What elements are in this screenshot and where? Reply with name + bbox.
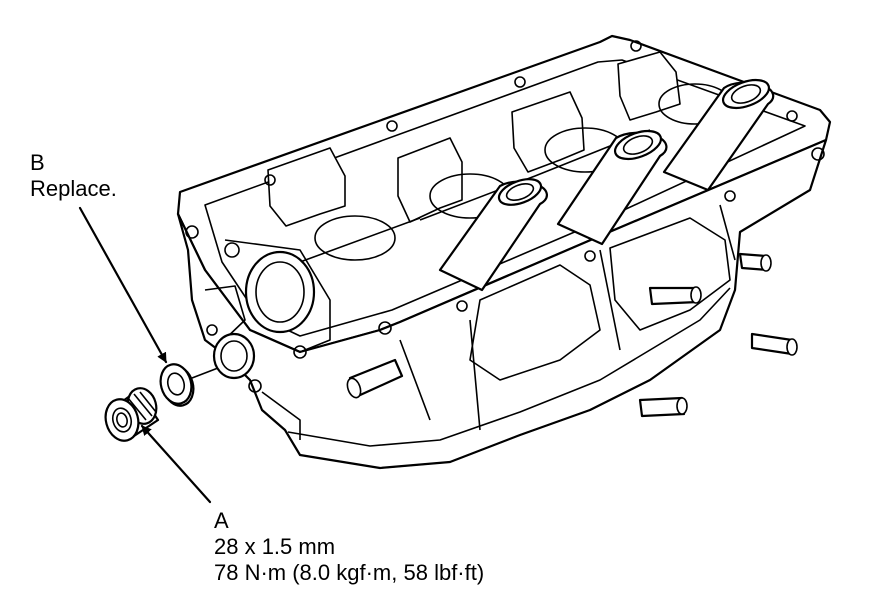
spark-plug-tubes <box>438 78 775 292</box>
assembly-centerline <box>191 367 219 379</box>
head-lower-edge <box>299 329 721 469</box>
callout-b-arrow <box>78 206 168 364</box>
callout-b-note: Replace. <box>30 176 117 201</box>
callout-a: A 28 x 1.5 mm 78 N·m (8.0 kgf·m, 58 lbf·… <box>214 508 484 586</box>
callout-b-letter: B <box>30 150 45 175</box>
manifold-studs <box>346 252 798 418</box>
head-end-face <box>204 239 331 440</box>
intake-port-boss-2 <box>609 217 731 331</box>
callout-a-arrow <box>140 424 212 504</box>
callout-a-letter: A <box>214 508 229 533</box>
deck-bolt-holes <box>185 40 825 359</box>
callout-b: B Replace. <box>30 150 117 202</box>
head-lower-flange <box>287 287 731 447</box>
cylinder-head <box>176 34 832 470</box>
callout-a-torque: 78 N·m (8.0 kgf·m, 58 lbf·ft) <box>214 560 485 585</box>
plug-bore <box>212 332 256 380</box>
front-face-rib <box>399 204 736 431</box>
callout-a-size: 28 x 1.5 mm <box>214 534 336 559</box>
intake-port-boss-1 <box>469 264 601 381</box>
sealing-washer <box>159 363 195 407</box>
